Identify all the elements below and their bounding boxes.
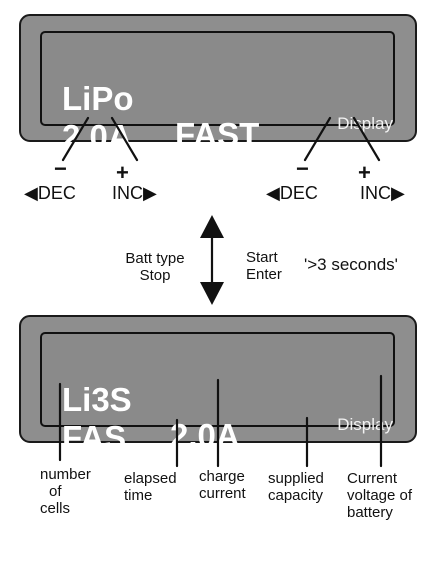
- inc-line-left: [110, 116, 139, 162]
- battery-type-text: LiPo: [62, 80, 134, 117]
- minus-sign-right: −: [296, 156, 309, 181]
- top-row-2: 2.0A 11.1V(3S): [42, 83, 393, 227]
- hold-duration-note: '>3 seconds': [304, 255, 398, 274]
- minus-sign-left: −: [54, 156, 67, 181]
- cells-text: Li3S: [62, 381, 132, 418]
- arrow-down-icon: [200, 282, 224, 305]
- callout-number-of-cells: number of cells: [40, 466, 91, 517]
- voltage-setting-text: 11.1V(3S): [243, 154, 390, 191]
- supplied-capacity-text: 00682: [283, 491, 375, 528]
- callout-elapsed-time: elapsed time: [124, 470, 177, 504]
- connector-lines: [58, 116, 383, 468]
- plus-sign-left: +: [116, 160, 129, 185]
- battery-voltage-text: 12.59V: [285, 453, 390, 490]
- plus-sign-right: +: [358, 160, 371, 185]
- batt-type-stop-label: Batt type Stop: [125, 250, 185, 284]
- top-lcd-panel: LiPo FAST CHG 2.0A 11.1V(3S) Display: [19, 14, 417, 191]
- top-lcd-screen: LiPo FAST CHG 2.0A 11.1V(3S): [40, 31, 395, 191]
- dec-line-right: [303, 116, 332, 162]
- inc-button-right[interactable]: INC▶: [360, 183, 405, 203]
- bottom-row-2: FAS 022:43 00682: [42, 384, 393, 564]
- display-label: Display: [337, 114, 393, 133]
- charge-current-text: 2.0A: [170, 417, 240, 454]
- mode-abbrev-text: FAS: [62, 419, 127, 456]
- inc-button-left[interactable]: INC▶: [112, 183, 157, 203]
- dec-button-left[interactable]: ◀DEC: [24, 183, 76, 203]
- display-label: Display: [337, 415, 393, 434]
- charge-text: CHG: [287, 152, 361, 189]
- elapsed-time-text: 022:43: [154, 455, 257, 492]
- current-setting-text: 2.0A: [62, 118, 132, 155]
- bottom-row-1: Li3S 2.0A 12.59V: [42, 346, 393, 526]
- mode-text: FAST: [175, 116, 260, 153]
- bottom-lcd-screen: Li3S 2.0A 12.59V FAS 022:43 00682: [40, 332, 395, 528]
- dec-button-right[interactable]: ◀DEC: [266, 183, 318, 203]
- inc-line-right: [352, 116, 381, 162]
- callout-supplied-capacity: supplied capacity: [268, 470, 324, 504]
- start-enter-label: Start Enter: [246, 249, 282, 283]
- top-row-1: LiPo FAST CHG: [42, 45, 393, 225]
- callout-battery-voltage: Current voltage of battery: [347, 470, 413, 521]
- arrow-up-icon: [200, 215, 224, 238]
- callout-charge-current: charge current: [199, 468, 246, 502]
- dec-line-left: [61, 116, 90, 162]
